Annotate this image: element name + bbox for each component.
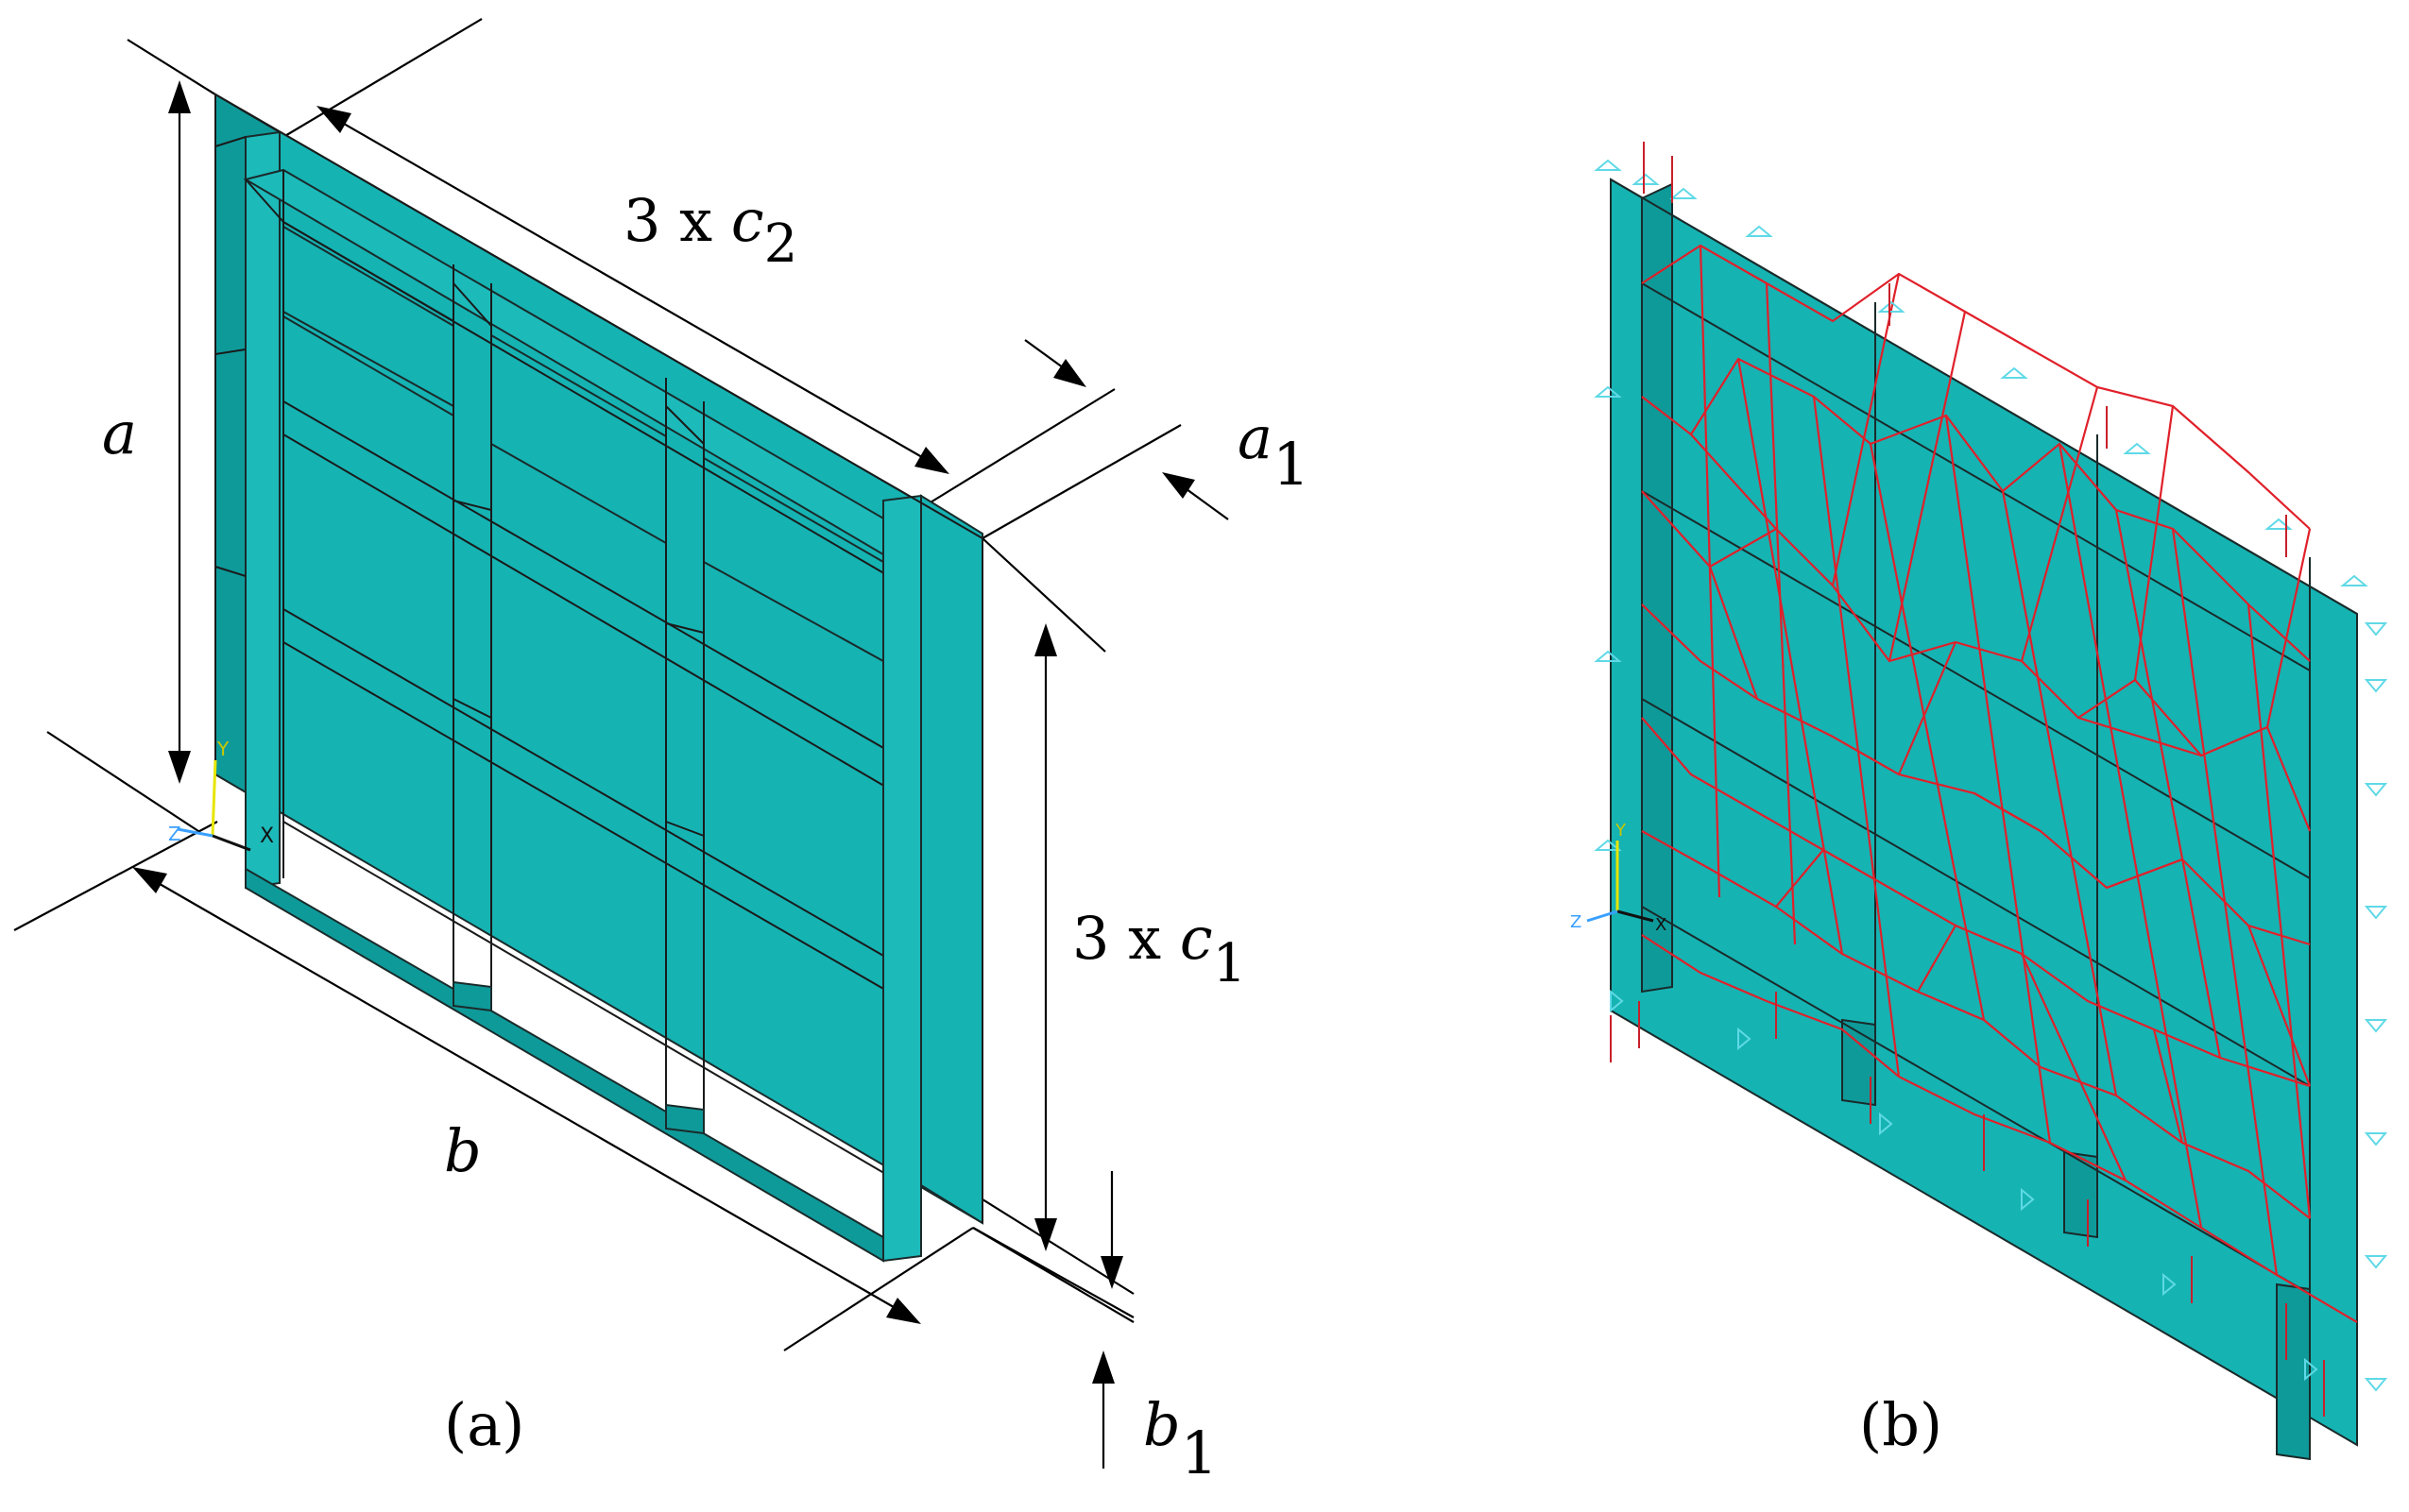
axis-triad-b: Y Z X: [1570, 821, 1666, 935]
axis-y-label: Y: [216, 738, 230, 760]
applied-forces: [1610, 142, 2325, 1417]
caption-b: (b): [1859, 1390, 1942, 1459]
axis-triad-a: Y Z X: [168, 738, 274, 852]
dimension-arrows: [132, 80, 1229, 1469]
caption-a: (a): [444, 1390, 524, 1459]
boundary-constraints: [1594, 159, 2388, 1392]
extension-lines: [13, 18, 1182, 1351]
dim-label-a1: a1: [1238, 403, 1309, 499]
stiffened-plate: [214, 93, 983, 1263]
dim-label-b1: b1: [1143, 1390, 1218, 1487]
fe-mesh: [1641, 244, 2358, 1323]
axis-z-label-b: Z: [1570, 912, 1581, 932]
axis-z-label: Z: [168, 823, 181, 845]
dim-label-3xc2: 3 x c2: [624, 186, 797, 275]
axis-x-label-b: X: [1655, 915, 1666, 935]
plate-edges-b: [1610, 178, 2358, 1459]
dim-label-a: a: [102, 399, 137, 467]
panel-a: Y Z X a 3 x c2 a1 3 x c1 b b1 (a): [13, 18, 1309, 1487]
dim-label-b: b: [444, 1116, 482, 1185]
panel-b: Y Z X (b): [1570, 142, 2388, 1461]
axis-y-label-b: Y: [1615, 821, 1627, 841]
axis-x-label: X: [260, 824, 274, 848]
dim-label-3xc1: 3 x c1: [1072, 904, 1246, 994]
